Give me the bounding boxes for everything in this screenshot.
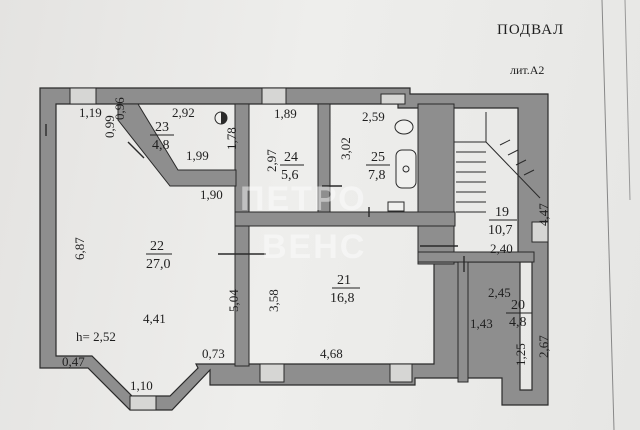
room-number: 20 xyxy=(511,298,525,313)
plan-title: ПОДВАЛ xyxy=(497,22,564,38)
door-markers xyxy=(45,124,465,272)
dimension: 1,99 xyxy=(186,148,209,163)
wall-vertical-left xyxy=(234,103,250,367)
wall-vertical-right xyxy=(417,103,455,265)
room-area: 10,7 xyxy=(488,223,513,238)
window xyxy=(69,87,97,105)
wall-horizontal-right xyxy=(417,251,535,263)
room-number: 25 xyxy=(371,150,385,165)
dimension: 2,59 xyxy=(362,109,385,124)
room-number: 23 xyxy=(155,120,169,135)
dimension: 2,97 xyxy=(264,149,279,172)
height-note: h= 2,52 xyxy=(76,329,116,344)
dimension: 4,41 xyxy=(143,311,166,326)
room-area: 5,6 xyxy=(281,168,299,183)
dimension: 1,43 xyxy=(470,316,493,331)
windows xyxy=(69,87,549,411)
dimension: 3,02 xyxy=(338,137,353,160)
window xyxy=(129,395,157,411)
room-area: 4,8 xyxy=(152,138,170,153)
page-border-line xyxy=(601,0,615,430)
window xyxy=(389,363,413,383)
window xyxy=(531,221,549,243)
dimension: 1,25 xyxy=(513,343,528,366)
interior-walls xyxy=(117,103,535,383)
page-border-line xyxy=(624,0,631,201)
room-area: 4,8 xyxy=(509,315,527,330)
dimension: 1,90 xyxy=(200,187,223,202)
dimension: 4,47 xyxy=(536,203,551,226)
dimension-labels: 1,19 0,96 2,92 0,99 1,78 1,99 1,89 2,97 … xyxy=(62,97,551,393)
dimension: 2,67 xyxy=(536,335,551,358)
watermark-line-2: ВЕНС xyxy=(262,228,366,266)
staircase xyxy=(454,112,541,213)
dimension: 0,99 xyxy=(102,115,117,138)
drain-icon xyxy=(402,165,410,173)
room-number: 22 xyxy=(150,239,164,254)
dimension: 3,58 xyxy=(266,289,281,312)
room-number: 24 xyxy=(284,150,298,165)
room-area: 27,0 xyxy=(146,257,171,272)
sink-icon xyxy=(387,201,405,212)
dimension: 4,68 xyxy=(320,346,343,361)
dimension: 6,87 xyxy=(72,237,87,260)
wall-horizontal-mid xyxy=(234,211,456,227)
dimension: 2,92 xyxy=(172,105,195,120)
watermark-line-1: ПЕТРО xyxy=(240,180,367,218)
sanitary-fixtures xyxy=(387,119,417,212)
dimension: 2,40 xyxy=(490,241,513,256)
dimension: 1,10 xyxy=(130,378,153,393)
dimension: 1,78 xyxy=(224,127,239,150)
wall-stair-lower xyxy=(457,261,469,383)
window xyxy=(261,87,287,105)
room-number: 19 xyxy=(495,205,509,220)
dimension: 0,73 xyxy=(202,346,225,361)
room-labels: 22 27,0 23 4,8 24 5,6 25 7,8 21 16,8 19 … xyxy=(146,120,532,330)
dimension: 2,45 xyxy=(488,285,511,300)
boiler-icon xyxy=(214,111,228,125)
dimension: 0,47 xyxy=(62,354,85,369)
dimension: 1,89 xyxy=(274,106,297,121)
window xyxy=(380,93,406,105)
room-number: 21 xyxy=(337,273,351,288)
toilet-icon xyxy=(394,119,414,135)
dimension: 0,96 xyxy=(112,97,127,120)
wall-diagonal-23 xyxy=(117,103,237,187)
room-area: 7,8 xyxy=(368,168,386,183)
room-area: 16,8 xyxy=(330,291,355,306)
sheet-reference: лит.А2 xyxy=(510,63,544,77)
window xyxy=(259,363,285,383)
dimension: 5,04 xyxy=(226,289,241,312)
dimension: 1,19 xyxy=(79,105,102,120)
